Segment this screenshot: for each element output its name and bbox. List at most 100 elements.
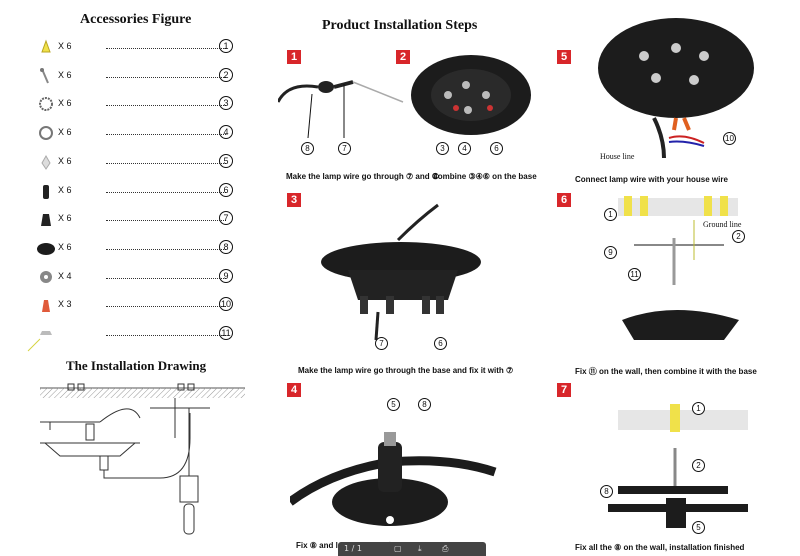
print-icon[interactable]: ⎙ bbox=[442, 544, 449, 553]
step-7-badge: 7 bbox=[557, 383, 571, 397]
step-4-label-8: 8 bbox=[418, 398, 431, 411]
accessory-qty: X 6 bbox=[58, 127, 72, 138]
step-6-badge: 6 bbox=[557, 193, 571, 207]
ground-line-label: Ground line bbox=[703, 220, 742, 229]
accessory-row: X 6 4 bbox=[18, 124, 240, 144]
accessory-part-icon bbox=[41, 154, 51, 170]
leader-line bbox=[106, 162, 226, 164]
step-2-illustration bbox=[411, 55, 531, 135]
step-1-illustration bbox=[278, 80, 404, 139]
leader-line bbox=[106, 134, 226, 136]
leader-line bbox=[106, 220, 226, 222]
step-2-label-4: 4 bbox=[458, 142, 471, 155]
step-7-label-5: 5 bbox=[692, 521, 705, 534]
accessory-part-icon bbox=[39, 126, 53, 141]
step-6-label-9: 9 bbox=[604, 246, 617, 259]
accessory-qty: X 6 bbox=[58, 213, 72, 224]
step-2-label-3: 3 bbox=[436, 142, 449, 155]
step-1-label-7: 7 bbox=[338, 142, 351, 155]
drawing-title: The Installation Drawing bbox=[66, 358, 207, 373]
accessory-row: X 6 7 bbox=[18, 210, 240, 230]
leader-line bbox=[106, 306, 226, 308]
leader-line bbox=[106, 277, 226, 279]
accessory-part-icon bbox=[39, 97, 53, 112]
accessory-number: 3 bbox=[219, 96, 233, 111]
house-line-label: House line bbox=[600, 152, 635, 161]
step-3-badge: 3 bbox=[287, 193, 301, 207]
step-2-badge: 2 bbox=[396, 50, 410, 64]
step-5-label-10: 10 bbox=[723, 132, 736, 145]
accessory-qty: X 6 bbox=[58, 69, 72, 80]
step-3-illustration bbox=[321, 203, 481, 340]
accessory-part-icon bbox=[40, 270, 52, 283]
leader-line bbox=[106, 335, 226, 336]
step-7-label-1: 1 bbox=[692, 402, 705, 415]
accessory-number: 9 bbox=[219, 268, 233, 283]
step-3-label-7: 7 bbox=[375, 337, 388, 350]
accessory-number: 5 bbox=[219, 153, 233, 168]
accessory-qty: X 6 bbox=[58, 184, 72, 195]
accessory-row: X 3 10 bbox=[18, 296, 240, 316]
step-6-label-2: 2 bbox=[732, 230, 745, 243]
accessory-qty: X 6 bbox=[58, 41, 72, 51]
download-icon[interactable]: ⤓ bbox=[418, 544, 422, 553]
accessory-qty: X 3 bbox=[58, 299, 72, 310]
leader-line bbox=[106, 191, 226, 193]
accessory-number: 4 bbox=[219, 125, 233, 140]
page-indicator: 1 / 1 bbox=[344, 544, 362, 553]
viewer-toolbar: 1 / 1 ▢ ⤓ ⎙ bbox=[338, 542, 486, 556]
step-1-label-8: 8 bbox=[301, 142, 314, 155]
step-1-caption: Make the lamp wire go through ⑦ and ⑧ bbox=[286, 172, 440, 181]
accessory-number: 11 bbox=[219, 326, 233, 340]
accessory-row: X 6 5 bbox=[18, 153, 240, 173]
step-6-caption: Fix ⑪ on the wall, then combine it with … bbox=[575, 367, 757, 376]
step-3-caption: Make the lamp wire go through the base a… bbox=[298, 366, 514, 375]
installation-drawing bbox=[40, 383, 245, 535]
step-5-caption: Connect lamp wire with your house wire bbox=[575, 175, 728, 184]
step-4-badge: 4 bbox=[287, 383, 301, 397]
accessory-row: X 6 6 bbox=[18, 182, 240, 202]
accessory-qty: X 4 bbox=[58, 270, 72, 281]
steps-title: Product Installation Steps bbox=[322, 18, 478, 33]
step-4-label-5: 5 bbox=[387, 398, 400, 411]
step-1-badge: 1 bbox=[287, 50, 301, 64]
step-6-label-11: 11 bbox=[628, 268, 641, 281]
accessory-part-icon bbox=[41, 214, 51, 227]
accessory-number: 8 bbox=[219, 239, 233, 254]
accessory-qty: X 6 bbox=[58, 155, 72, 166]
accessory-row: X 4 9 bbox=[18, 268, 240, 288]
accessory-number: 6 bbox=[219, 182, 233, 197]
accessory-row: X 6 2 bbox=[18, 67, 240, 87]
accessory-number: 1 bbox=[219, 39, 233, 53]
accessory-number: 10 bbox=[219, 297, 233, 312]
leader-line bbox=[106, 48, 226, 49]
accessory-qty: X 6 bbox=[58, 241, 72, 252]
fit-page-icon[interactable]: ▢ bbox=[394, 544, 402, 553]
accessory-part-icon bbox=[37, 242, 55, 255]
accessory-number: 2 bbox=[219, 67, 233, 82]
step-5-illustration bbox=[598, 18, 754, 159]
accessory-part-icon bbox=[40, 67, 49, 84]
step-7-label-2: 2 bbox=[692, 459, 705, 472]
leader-line bbox=[106, 248, 226, 250]
step-3-label-6: 6 bbox=[434, 337, 447, 350]
step-7-illustration bbox=[608, 404, 748, 528]
accessory-part-icon bbox=[27, 331, 52, 352]
step-6-illustration bbox=[618, 196, 739, 340]
step-5-badge: 5 bbox=[557, 50, 571, 64]
step-6-label-1: 1 bbox=[604, 208, 617, 221]
accessory-part-icon bbox=[42, 300, 50, 313]
leader-line bbox=[106, 76, 226, 78]
accessory-qty: X 6 bbox=[58, 98, 72, 109]
step-4-illustration bbox=[290, 432, 497, 526]
step-2-label-6: 6 bbox=[490, 142, 503, 155]
accessory-row: 11 bbox=[18, 325, 240, 352]
accessory-row: X 6 1 bbox=[18, 38, 240, 58]
step-7-caption: Fix all the ⑧ on the wall, installation … bbox=[575, 543, 745, 552]
accessory-part-icon bbox=[43, 184, 49, 199]
accessory-row: X 6 3 bbox=[18, 95, 240, 115]
leader-line bbox=[106, 105, 226, 107]
accessory-number: 7 bbox=[219, 211, 233, 226]
accessory-row: X 6 8 bbox=[18, 239, 240, 259]
accessories-title: Accessories Figure bbox=[80, 12, 192, 27]
